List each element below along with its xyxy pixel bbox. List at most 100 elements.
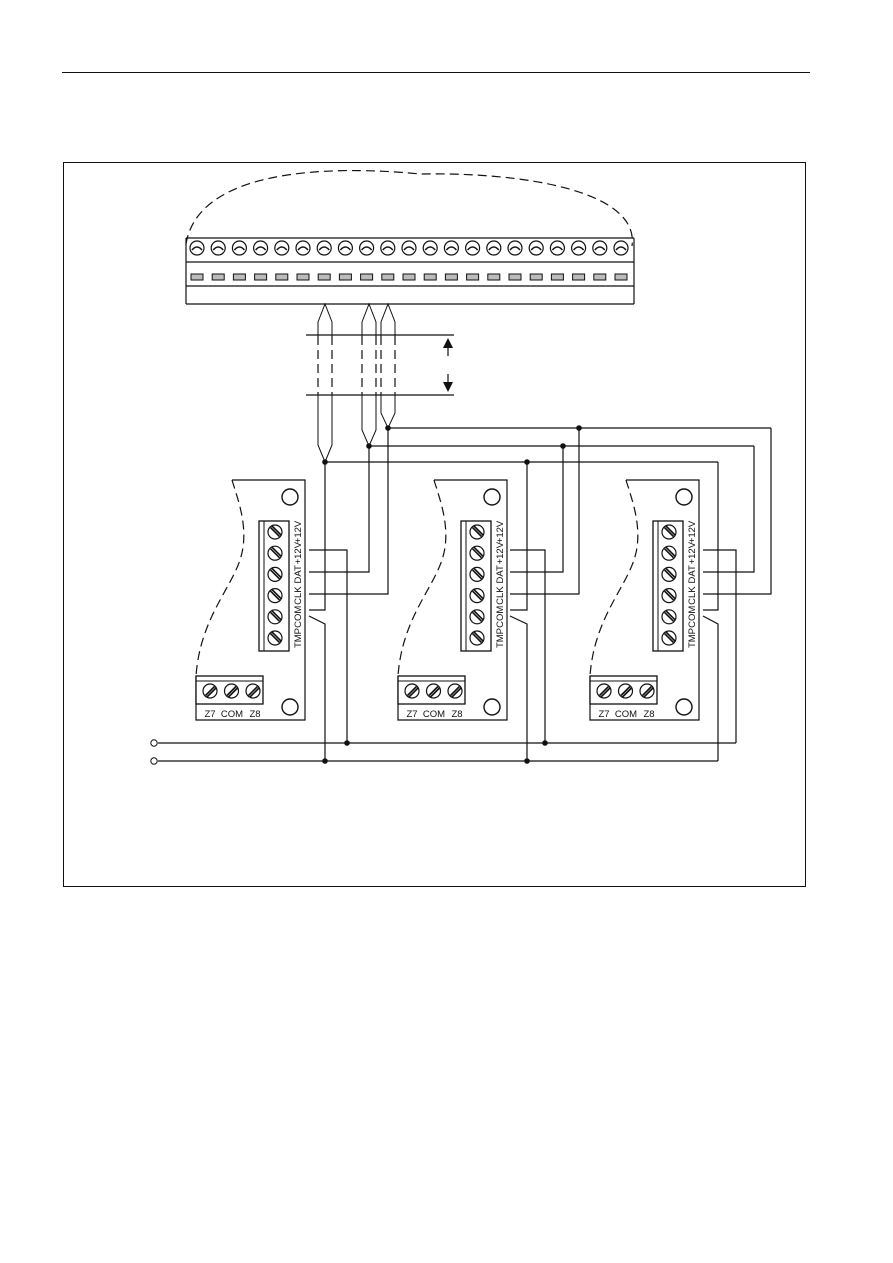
zone-screw [639, 683, 655, 699]
mounting-hole [483, 488, 501, 506]
panel-terminal-marker [190, 273, 204, 281]
bus-wires [150, 425, 772, 765]
m3-com-link [703, 462, 719, 611]
panel-screw [253, 240, 269, 256]
bus-screw [469, 630, 485, 646]
panel-terminal-marker [211, 273, 225, 281]
bus-terminal-label: DAT [495, 565, 506, 583]
bus-screw [661, 524, 677, 540]
bus-terminal-label: TMP [495, 628, 506, 648]
panel-terminal-marker [402, 273, 416, 281]
panel-terminal-marker [360, 273, 374, 281]
bus-screw [267, 545, 283, 561]
panel-screw [210, 240, 226, 256]
panel-screw [592, 240, 608, 256]
m1-clk-link [309, 428, 389, 595]
panel-screw [507, 240, 523, 256]
zone-screw [223, 683, 240, 699]
bus-screw [469, 609, 485, 625]
panel-terminal-marker [254, 273, 268, 281]
zone-screw [202, 683, 218, 699]
arrow-head-up [443, 338, 453, 348]
module-board-break [397, 479, 447, 677]
panel-screw [613, 240, 629, 256]
panel-terminal-marker [466, 273, 480, 281]
m2-com-link [510, 462, 528, 611]
panel-screw [295, 240, 311, 256]
panel-terminal-marker [275, 273, 289, 281]
m3-tmp-link [702, 615, 719, 761]
bus-terminal-label: CLK [495, 586, 506, 605]
bus-terminal-label: +12V [293, 520, 304, 543]
bus-cables [306, 302, 454, 464]
zone-screw [596, 683, 612, 699]
module-board-break [589, 479, 639, 677]
wire-junctions [322, 425, 582, 764]
panel-screw [486, 240, 502, 256]
zone-terminal-label: COM [615, 709, 637, 720]
bus-screw [661, 587, 677, 604]
panel-screw [528, 240, 544, 256]
bus-screw [661, 609, 677, 625]
control-panel-board [185, 169, 635, 305]
m3-dat-link [703, 446, 755, 573]
m1-dat-link [309, 446, 370, 573]
header-rule [62, 72, 810, 73]
panel-terminal-marker [550, 273, 564, 281]
bus-terminal-label: DAT [687, 565, 698, 583]
bus-screw [267, 630, 283, 646]
bus-terminal-label: COM [495, 606, 506, 628]
bus-screw [469, 566, 485, 583]
panel-terminal-marker [296, 273, 310, 281]
bus-terminal-label: COM [293, 606, 304, 628]
panel-terminal-marker [593, 273, 607, 281]
zone-terminal-label: COM [423, 709, 445, 720]
zone-terminal-label: Z8 [249, 709, 260, 720]
m2-clk-link [510, 428, 580, 595]
zone-terminal-label: Z8 [451, 709, 462, 720]
bus-terminal-label: TMP [293, 628, 304, 648]
panel-screw-terminals [189, 240, 629, 256]
zone-screw [447, 683, 463, 699]
panel-terminal-marker [508, 273, 522, 281]
m1-tmp-link [308, 615, 326, 761]
panel-screw [380, 240, 396, 256]
m1-com-link [309, 462, 326, 611]
bus-screw [267, 587, 283, 604]
panel-screw [465, 240, 481, 256]
mounting-hole [675, 488, 693, 506]
bus-terminal-label: +12V [495, 541, 506, 564]
bus-terminal-label: CLK [687, 586, 698, 605]
panel-terminal-marker [614, 273, 628, 281]
bus-terminal-label: +12V [687, 520, 698, 543]
panel-screw [570, 240, 587, 256]
m3-12v-link [703, 549, 737, 743]
module-board-edge [589, 479, 700, 721]
panel-screw [231, 240, 247, 256]
bus-screw [661, 545, 677, 561]
cable-dat [361, 302, 377, 448]
panel-terminal-marker [338, 273, 352, 281]
zone-screw [245, 683, 261, 699]
panel-terminal-marker [444, 273, 458, 281]
supply-terminal-upper [150, 739, 158, 747]
bus-screw [469, 587, 485, 604]
module-board-edge [397, 479, 508, 721]
bus-terminal-label: CLK [293, 586, 304, 605]
zone-screw [425, 683, 442, 699]
bus-screw [267, 566, 283, 583]
panel-terminal-marker [572, 273, 586, 281]
panel-terminal-marker [381, 273, 395, 281]
bus-screw [469, 545, 485, 561]
panel-terminal-marker [232, 273, 246, 281]
cable-com [317, 302, 333, 464]
bus-terminal-label: COM [687, 606, 698, 628]
bus-screw [267, 609, 283, 625]
panel-screw [316, 240, 332, 256]
bus-terminal-label: +12V [687, 541, 698, 564]
m1-12v-link [309, 549, 348, 743]
panel-screw [443, 240, 459, 256]
